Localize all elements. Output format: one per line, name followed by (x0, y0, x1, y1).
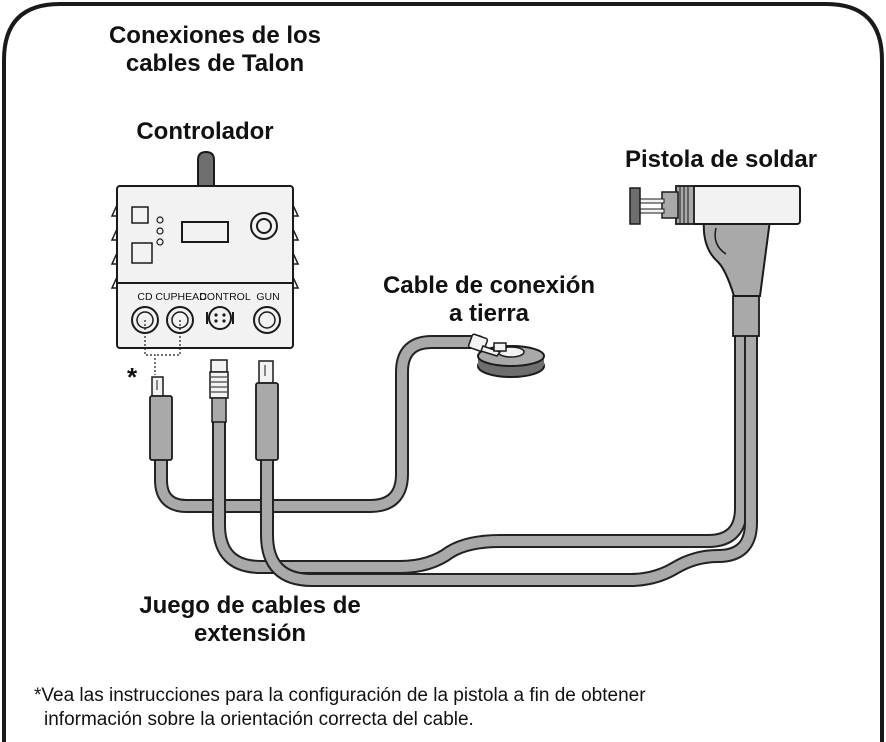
status-led-1 (156, 216, 164, 224)
cd-cable-connector (149, 376, 173, 461)
port-gun (253, 306, 281, 334)
ground-cable-label-line1: Cable de conexión (382, 272, 596, 299)
diagram-title: Conexiones de los cables de Talon (70, 22, 360, 78)
ground-cable-label-line2: a tierra (448, 300, 530, 327)
extension-cables-label: Juego de cables de extensión (110, 592, 390, 648)
extension-cables (154, 323, 758, 587)
port-label-gun: GUN (256, 291, 279, 303)
footnote-line1: *Vea las instrucciones para la configura… (34, 685, 646, 706)
status-led-3 (156, 238, 164, 246)
gun-body (691, 185, 801, 225)
port-label-control: CONTROL (199, 291, 250, 303)
ground-cable-label: Cable de conexión a tierra (358, 272, 620, 328)
diagram-title-line1: Conexiones de los (108, 22, 322, 49)
dotted-connection-indicator (144, 320, 181, 375)
extension-cables-label-line1: Juego de cables de (139, 592, 361, 619)
port-control (206, 306, 234, 330)
ground-clamp (467, 333, 545, 378)
gun-grip (702, 219, 772, 297)
status-led-2 (156, 227, 164, 235)
diagram-title-line2: cables de Talon (125, 50, 305, 77)
gun-cable-connector (255, 360, 279, 461)
power-switch (131, 242, 153, 264)
extension-cables-label-line2: extensión (193, 620, 307, 647)
indicator-square (131, 206, 149, 224)
antenna (197, 150, 215, 187)
controller-label: Controlador (136, 118, 274, 145)
footnote-line2: información sobre la orientación correct… (44, 709, 474, 730)
control-cable-connector (209, 359, 229, 423)
display-screen (181, 221, 229, 243)
port-label-cuphead: CUPHEAD (155, 291, 207, 303)
ground-cable-path (154, 335, 485, 513)
footnote: *Vea las instrucciones para la configura… (34, 684, 646, 732)
weld-gun (629, 185, 801, 337)
port-label-cd: CD (137, 291, 153, 303)
weld-gun-label: Pistola de soldar (624, 146, 818, 173)
controller-body (116, 185, 294, 349)
controller-unit: CD CUPHEAD CONTROL GUN (110, 150, 300, 349)
asterisk-marker: * (127, 362, 138, 392)
